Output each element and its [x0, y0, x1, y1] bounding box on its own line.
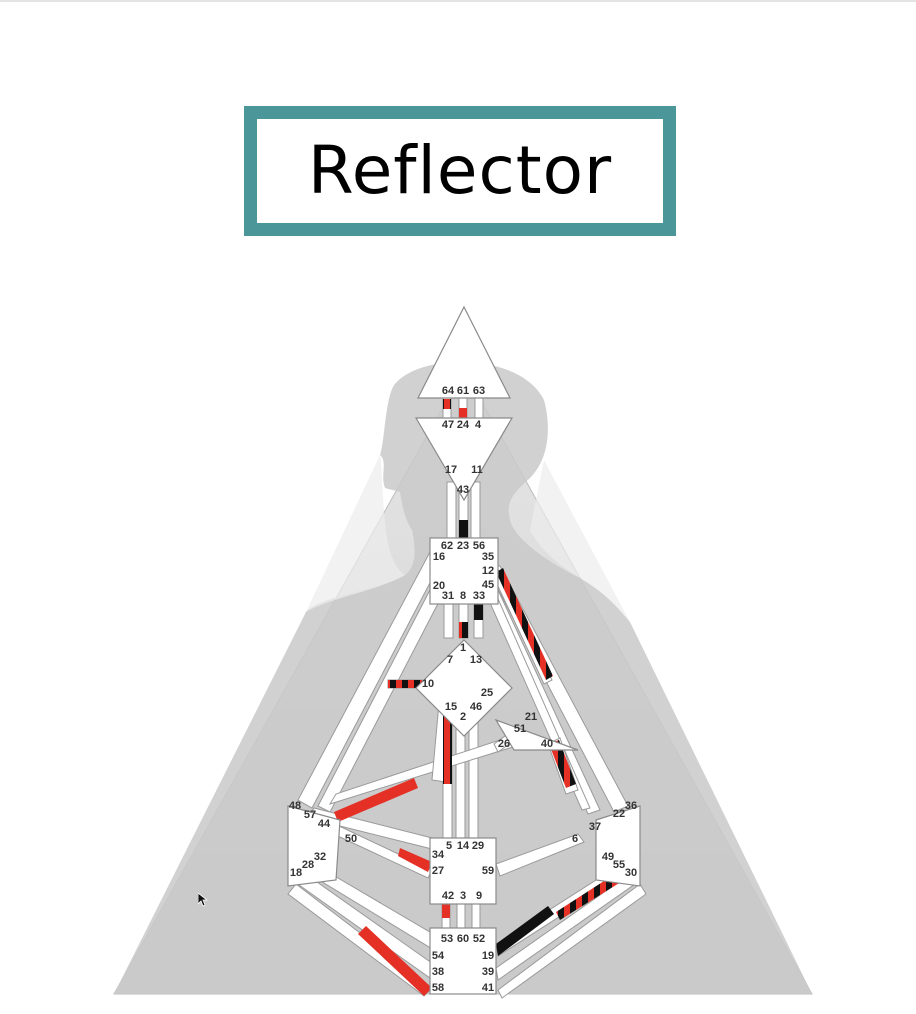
activation-40-37 [549, 740, 576, 788]
gate-62: 62 [441, 540, 453, 552]
gate-22: 22 [613, 808, 625, 820]
gate-58: 58 [432, 982, 444, 994]
gate-5: 5 [446, 840, 452, 852]
gate-50: 50 [345, 833, 357, 845]
gate-44: 44 [318, 818, 331, 830]
gate-52: 52 [473, 933, 485, 945]
gate-13: 13 [470, 654, 482, 666]
activation-61-24 [459, 408, 467, 418]
activation-50-27 [398, 848, 432, 872]
centers [287, 305, 641, 995]
gate-37: 37 [589, 821, 601, 833]
gate-24: 24 [457, 419, 470, 431]
gate-36: 36 [625, 800, 637, 812]
gate-10: 10 [422, 678, 434, 690]
gate-12: 12 [482, 565, 494, 577]
gate-6: 6 [572, 833, 578, 845]
gate-39: 39 [482, 966, 494, 978]
gate-3: 3 [460, 890, 466, 902]
gate-9: 9 [476, 890, 482, 902]
gate-63: 63 [473, 385, 485, 397]
gate-34: 34 [432, 849, 445, 861]
activation-8-1 [459, 622, 468, 638]
head-center [417, 305, 511, 399]
spleen-center [287, 805, 341, 887]
gate-8: 8 [460, 590, 466, 602]
gate-28: 28 [302, 859, 314, 871]
sacral-center [429, 837, 497, 905]
heart-center [494, 718, 579, 751]
activation-19-49 [496, 906, 554, 956]
gate-64: 64 [442, 385, 455, 397]
gate-21: 21 [525, 711, 537, 723]
gate-59: 59 [482, 865, 494, 877]
gate-7: 7 [447, 654, 453, 666]
ajna-center [414, 417, 514, 502]
gate-labels: 64 61 63 47 24 4 17 11 43 62 23 56 16 35… [289, 385, 637, 994]
gate-40: 40 [541, 738, 553, 750]
gate-1: 1 [460, 642, 466, 654]
root-center [429, 927, 497, 995]
gate-48: 48 [289, 800, 301, 812]
gate-60: 60 [457, 933, 469, 945]
gate-32: 32 [314, 851, 326, 863]
mouse-cursor-icon [198, 893, 208, 907]
activation-23-43 [459, 520, 468, 540]
gate-51: 51 [514, 723, 526, 735]
gate-30: 30 [625, 867, 637, 879]
gate-11: 11 [471, 464, 483, 476]
gate-35: 35 [482, 551, 494, 563]
solar-plexus-center [595, 805, 641, 887]
gate-54: 54 [432, 950, 445, 962]
gate-16: 16 [433, 551, 445, 563]
gate-46: 46 [470, 701, 482, 713]
gate-20: 20 [433, 580, 445, 592]
gate-19: 19 [482, 950, 494, 962]
top-divider [0, 0, 916, 2]
gate-53: 53 [441, 933, 453, 945]
gate-38: 38 [432, 966, 444, 978]
gate-29: 29 [472, 840, 484, 852]
gate-17: 17 [445, 464, 457, 476]
gate-33: 33 [473, 590, 485, 602]
chart-title: Reflector [307, 132, 613, 209]
gate-15: 15 [445, 701, 457, 713]
gate-18: 18 [290, 867, 302, 879]
activations [334, 399, 624, 996]
gate-42: 42 [442, 890, 454, 902]
activation-42-53 [442, 902, 450, 918]
shoulder-light-right [530, 460, 630, 622]
gate-2: 2 [460, 711, 466, 723]
gate-31: 31 [442, 590, 454, 602]
activation-33-13 [474, 602, 483, 620]
activation-12-22 [496, 568, 553, 680]
gate-23: 23 [457, 540, 469, 552]
activation-15-5 [443, 716, 452, 784]
activation-64-47 [443, 399, 451, 409]
activation-26-44 [334, 778, 418, 822]
gate-47: 47 [442, 419, 454, 431]
gate-57: 57 [304, 809, 316, 821]
title-box: Reflector [244, 106, 676, 236]
activation-55-39 [556, 872, 624, 920]
gate-26: 26 [498, 738, 510, 750]
gate-25: 25 [481, 687, 493, 699]
gate-41: 41 [482, 982, 494, 994]
gate-43: 43 [457, 484, 469, 496]
gate-4: 4 [475, 419, 482, 431]
throat-center [429, 537, 499, 605]
activation-10-20 [388, 680, 422, 688]
gate-61: 61 [457, 385, 469, 397]
shoulder-light [306, 455, 405, 612]
gate-27: 27 [432, 865, 444, 877]
g-center [415, 639, 513, 737]
gate-49: 49 [602, 851, 614, 863]
gate-55: 55 [613, 859, 625, 871]
gate-56: 56 [473, 540, 485, 552]
gate-45: 45 [482, 579, 494, 591]
activation-58-18 [358, 926, 432, 996]
gate-14: 14 [457, 840, 470, 852]
